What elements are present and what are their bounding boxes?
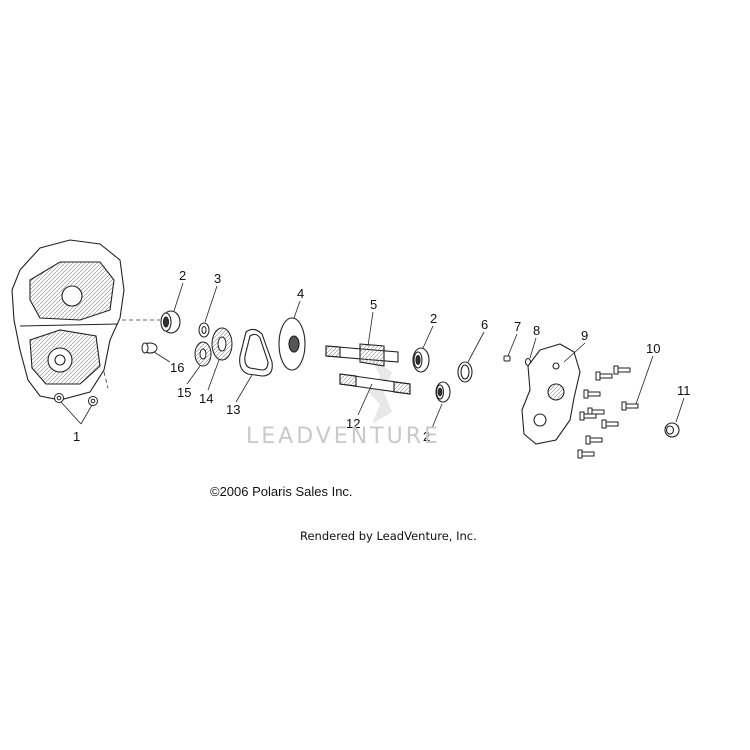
part-6-ring <box>457 361 473 383</box>
part-13-chain <box>239 328 273 377</box>
callout-12: 12 <box>346 416 360 431</box>
callout-2a: 2 <box>179 268 186 283</box>
callout-13: 13 <box>226 402 240 417</box>
copyright-text: ©2006 Polaris Sales Inc. <box>210 484 353 499</box>
part-12-shaft <box>339 373 411 395</box>
callout-2b: 2 <box>430 311 437 326</box>
callout-4: 4 <box>297 286 304 301</box>
case-nut-left <box>54 393 64 403</box>
transmission-case <box>11 239 125 401</box>
watermark-text: LEADVENTURE <box>246 424 441 449</box>
part-11-seal <box>664 422 680 438</box>
part-2-bearing-a <box>160 310 181 334</box>
callout-6: 6 <box>481 317 488 332</box>
callout-16: 16 <box>170 360 184 375</box>
callout-2c: 2 <box>423 429 430 444</box>
callout-9: 9 <box>581 328 588 343</box>
part-10-bolts <box>577 365 639 459</box>
callout-1: 1 <box>73 429 80 444</box>
callout-15: 15 <box>177 385 191 400</box>
part-15-gear <box>194 341 212 367</box>
case-nut-right <box>88 396 98 406</box>
part-5-shaft <box>325 343 399 367</box>
callouts: 1 2 3 4 5 2 6 7 8 9 10 11 12 2 13 14 15 … <box>73 268 691 444</box>
callout-5: 5 <box>370 297 377 312</box>
leader-lines <box>60 282 685 429</box>
part-4-sprocket <box>278 317 306 371</box>
part-3-washer <box>198 322 210 338</box>
rendered-by-text: Rendered by LeadVenture, Inc. <box>300 529 477 543</box>
part-14-gear <box>211 327 233 361</box>
callout-10: 10 <box>646 341 660 356</box>
callout-11: 11 <box>677 383 691 398</box>
watermark-logo <box>368 360 392 424</box>
callout-3: 3 <box>214 271 221 286</box>
part-7-pin <box>503 355 511 362</box>
callout-7: 7 <box>514 319 521 334</box>
part-9-cover <box>521 343 581 445</box>
part-16-bushing <box>141 342 158 354</box>
part-2-bearing-b <box>412 347 430 373</box>
alignment-lines <box>103 319 160 389</box>
callout-8: 8 <box>533 323 540 338</box>
callout-14: 14 <box>199 391 213 406</box>
part-2-bearing-c <box>435 381 451 403</box>
